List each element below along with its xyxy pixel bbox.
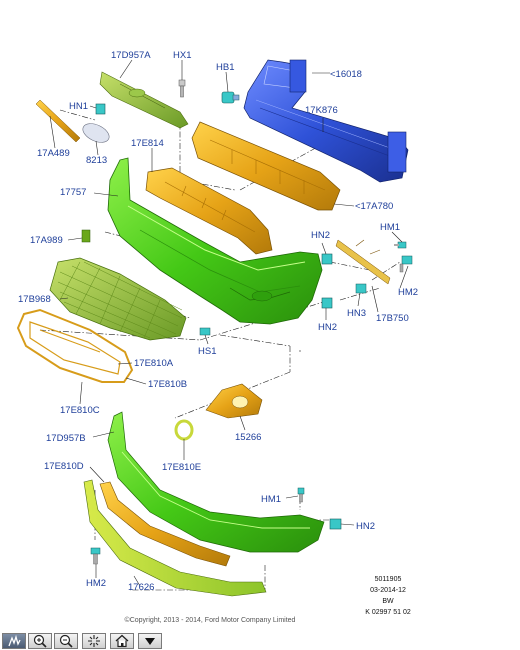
home-button[interactable]: [110, 633, 134, 649]
label-HN2-upper[interactable]: HN2: [311, 230, 330, 241]
part-17K876-reinforcement: [243, 59, 409, 183]
label-HB1[interactable]: HB1: [216, 62, 234, 73]
drawing-code-line-3: BW: [382, 598, 394, 605]
part-HM2-screw-lower: [90, 547, 101, 565]
label-17E810A[interactable]: 17E810A: [134, 358, 174, 369]
part-HM1-screw-upper: [394, 241, 407, 249]
part-17D957B-lower-trim: [107, 411, 325, 553]
label-17E810D[interactable]: 17E810D: [44, 461, 84, 472]
home-icon: [114, 634, 130, 648]
label-HS1[interactable]: HS1: [198, 346, 216, 357]
label-17E810E[interactable]: 17E810E: [162, 462, 201, 473]
part-17D957A-bracket: [99, 71, 189, 129]
label-HM1-upper[interactable]: HM1: [380, 222, 400, 233]
label-HM2-upper[interactable]: HM2: [398, 287, 418, 298]
viewer-toolbar: [0, 632, 520, 650]
part-17A489-strip: [35, 99, 81, 143]
label-17B750[interactable]: 17B750: [376, 313, 409, 324]
label-17E810B[interactable]: 17E810B: [148, 379, 187, 390]
label-HX1[interactable]: HX1: [173, 50, 191, 61]
dropdown-button[interactable]: [138, 633, 162, 649]
label-HN1-upper[interactable]: HN1: [69, 101, 88, 112]
zoom-in-button[interactable]: [28, 633, 52, 649]
fit-icon: [86, 634, 102, 648]
label-HN2-middle[interactable]: HN2: [318, 322, 337, 333]
part-HM2-screw-upper: [399, 255, 413, 273]
part-17E810E-ring: [174, 419, 194, 441]
label-8213[interactable]: 8213: [86, 155, 107, 166]
drawing-code-block: 5011905 03-2014-12 BW K 02997 51 02: [365, 576, 411, 616]
label-HM2-lower[interactable]: HM2: [86, 578, 106, 589]
label-HN3[interactable]: HN3: [347, 308, 366, 319]
part-HX1-screw: [178, 79, 186, 98]
label-HM1-lower[interactable]: HM1: [261, 494, 281, 505]
label-17A989[interactable]: 17A989: [30, 235, 63, 246]
zoom-in-icon: [32, 634, 48, 648]
part-HN3-nut: [355, 283, 367, 294]
part-17B968-grille: [49, 257, 187, 341]
label-17757[interactable]: 17757: [60, 187, 86, 198]
part-17E810D-strip: [99, 481, 231, 567]
part-17A989-clip: [81, 229, 91, 243]
fit-view-button[interactable]: [82, 633, 106, 649]
label-17A780[interactable]: <17A780: [355, 201, 393, 212]
parts-diagram: 17D957A HX1 HB1 <16018 HN1 17K876 17A489…: [16, 50, 418, 624]
part-17626-lip: [83, 479, 267, 597]
label-17B968[interactable]: 17B968: [18, 294, 51, 305]
label-17E814[interactable]: 17E814: [131, 138, 164, 149]
part-HM1-screw-lower: [297, 487, 305, 503]
label-17626[interactable]: 17626: [128, 582, 154, 593]
part-HB1-bolt: [221, 91, 240, 104]
part-HN2-nut-lower: [329, 518, 342, 530]
label-17D957A[interactable]: 17D957A: [111, 50, 151, 61]
zoom-out-icon: [58, 634, 74, 648]
part-8213-emblem: [82, 123, 110, 143]
copyright-text: ©Copyright, 2013 - 2014, Ford Motor Comp…: [125, 616, 296, 624]
part-HS1-screw: [199, 327, 211, 336]
zoom-out-button[interactable]: [54, 633, 78, 649]
label-15266[interactable]: 15266: [235, 432, 261, 443]
dropdown-icon: [142, 634, 158, 648]
label-16018[interactable]: <16018: [330, 69, 362, 80]
part-17A780-absorber: [191, 121, 341, 211]
part-15266-bezel: [205, 383, 263, 419]
label-17K876[interactable]: 17K876: [305, 105, 338, 116]
part-HN1-nut: [95, 103, 106, 115]
pan-icon: [6, 634, 22, 648]
drawing-code-line-1: 5011905: [375, 576, 402, 583]
part-HN2-nut-middle: [321, 297, 333, 309]
label-17D957B[interactable]: 17D957B: [46, 433, 86, 444]
label-17A489[interactable]: 17A489: [37, 148, 70, 159]
pan-tool-button[interactable]: [2, 633, 26, 649]
part-17E810-surround: [16, 308, 134, 383]
part-HN2-nut-upper: [321, 253, 333, 265]
leader-lines: [49, 59, 409, 587]
label-17E810C[interactable]: 17E810C: [60, 405, 100, 416]
part-17757-bumper-cover: [107, 157, 323, 325]
drawing-code-line-2: 03-2014-12: [370, 587, 406, 594]
label-HN2-lower[interactable]: HN2: [356, 521, 375, 532]
part-17E814-absorber: [145, 167, 273, 255]
drawing-code-line-4: K 02997 51 02: [365, 609, 411, 616]
part-17B750-bracket: [335, 239, 391, 285]
callout-labels: 17D957A HX1 HB1 <16018 HN1 17K876 17A489…: [18, 50, 418, 593]
